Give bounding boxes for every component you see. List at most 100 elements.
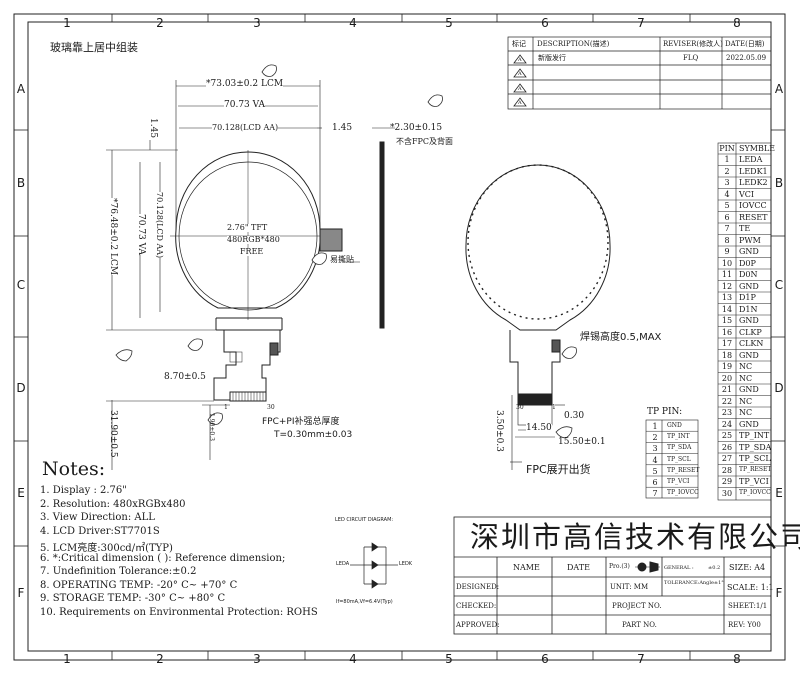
angle-tolerance: TOLERANCE:Angle±1° [664,580,724,586]
pin-symbol: D0N [739,270,758,279]
pin-number: 26 [721,442,733,452]
rev-desc-1: 新版发行 [538,54,566,62]
tp-pin-symbol: TP_SCL [667,455,691,463]
date-header: DATE [567,563,590,572]
pin-number: 21 [721,385,733,394]
free-label: FREE [240,247,264,256]
tp-pin-number: 7 [652,489,658,499]
pin-symbol: GND [739,419,759,429]
rev-date-1: 2022.05.09 [726,54,767,62]
approved-label: APPROVED: [456,621,500,629]
note-item: 10. Requirements on Environmental Protec… [40,606,318,618]
pin-symbol: LEDK2 [739,178,768,187]
grid-row-d-right: D [774,381,784,395]
grid-col-3-bottom: 3 [253,652,261,666]
pin-number: 22 [721,396,733,406]
pin-number: 10 [721,258,733,268]
pin-number: 20 [721,373,733,383]
grid-row-f-right: F [775,586,783,600]
pin-number: 3 [724,178,730,187]
checked-label: CHECKED: [456,602,497,610]
note-item: 6. *:Critical dimension ( ): Reference d… [40,552,286,564]
pin-symbol: GND [739,350,759,360]
rev-mark-3: A [518,86,522,92]
pin-number: 29 [721,477,733,486]
pin-number: 27 [721,454,733,463]
pin-symbol: VCI [739,189,755,199]
dim-tail-length: 31.90±0.5 [108,410,118,458]
tear-tape-label: 易撕贴 [330,255,354,264]
pin-number: 4 [724,189,730,199]
pin-row: 24 GND [718,419,770,430]
note-item: 3. View Direction: ALL [40,512,155,523]
pin-symbol: TP_VCI [739,477,769,486]
grid-row-c: C [16,278,26,292]
tp-pin-symbol: TP_RESET [667,466,700,474]
pin-symbol: LEDA [739,155,763,164]
rear-pin-1: 1 [552,404,556,411]
pin-row: 26 TP_SDA [718,442,772,453]
fpc-shipping-caption: FPC展开出货 [526,463,591,476]
rev-header-reviser: REVISER(修改人) [663,40,723,48]
pin-symbol: TP_SCL [739,454,771,463]
fpc-thickness-note-1: FPC+PI补强总厚度 [262,417,340,427]
pin-symbol: CLKP [739,327,762,337]
symble-header: SYMBLE [739,144,775,153]
grid-row-e: E [17,486,25,500]
rev-header-date: DATE(日期) [725,40,765,48]
pin-number: 14 [721,304,733,314]
dim-lcm-height: *76.48±0.2 LCM [108,198,118,276]
dim-thickness: *2.30±0.15 [390,123,443,133]
dim-va-height: 70.73 VA [136,214,146,256]
grid-col-5: 5 [445,16,453,30]
pin-number: 17 [721,339,733,348]
dim-offset-right: 1.45 [332,123,353,133]
sheet-label: SHEET:1/1 [728,602,768,610]
grid-col-8-bottom: 8 [733,652,741,666]
rev-mark-4: A [518,100,522,106]
pin-symbol: TP_SDA [739,442,772,452]
pin-number: 24 [721,419,733,429]
dim-1450: 14.50 [526,423,552,433]
pin-symbol: TP_IOVCC [739,488,771,496]
paper-size: SIZE: A4 [729,563,766,572]
pin-symbol: NC [739,362,753,371]
grid-row-b: B [16,176,26,190]
note-item: 5. LCM亮度:300cd/㎡(TYP) [40,543,173,554]
pin-table-header: PIN SYMBLE [718,143,775,154]
solder-height-note: 焊锡高度0.5,MAX [580,332,662,343]
thickness-note: 不含FPC及背面 [396,137,454,146]
pin-symbol: NC [739,396,753,406]
note-item: 1. Display : 2.76" [40,485,127,496]
unit-label: UNIT: MM [610,583,649,591]
pin-row: 27 TP_SCL [718,453,771,464]
grid-row-c-right: C [774,278,784,292]
tp-pin-symbol: TP_IOVCC [667,489,699,497]
pin-symbol: CLKN [739,339,764,348]
tp-pin-number: 3 [652,444,658,454]
grid-col-3: 3 [253,16,261,30]
rev-header-description: DESCRIPTION(描述) [537,40,610,48]
grid-row-d: D [16,381,26,395]
grid-col-1-bottom: 1 [63,652,71,666]
pin-number: 12 [721,281,733,291]
pin-header: PIN [719,144,735,153]
dim-tail-width: 8.70±0.5 [164,372,206,382]
pin-symbol: GND [739,385,759,394]
rear-pin-30: 30 [516,404,524,411]
grid-col-4-bottom: 4 [349,652,357,666]
revision-label: REV: Y00 [728,621,761,629]
pin-symbol: TP_INT [739,431,770,440]
grid-col-6: 6 [541,16,549,30]
rev-mark-1: A [518,57,522,63]
